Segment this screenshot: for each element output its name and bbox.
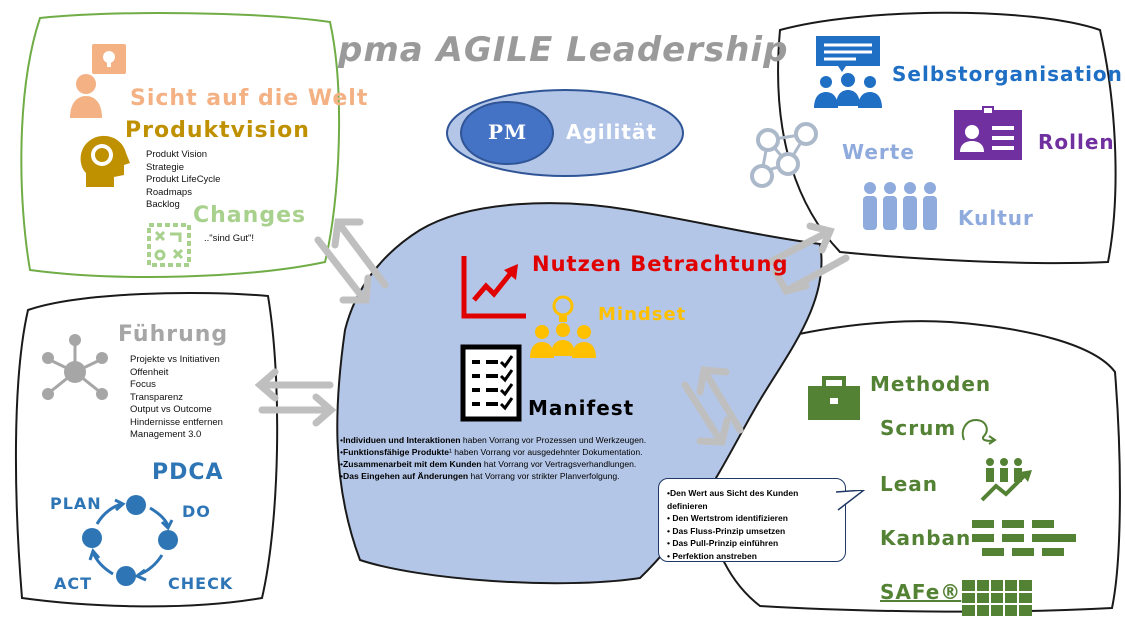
- scrum-label: Scrum: [880, 416, 957, 440]
- page-title: pma AGILE Leadership: [338, 30, 789, 70]
- people-network-icon: [748, 120, 828, 196]
- group-people-icon: [860, 180, 940, 236]
- selbstorganisation-label: Selbstorganisation: [892, 62, 1123, 86]
- pdca-cycle: [82, 495, 178, 586]
- callout-pointer: [836, 490, 866, 511]
- manifesto-line: •Funktionsfähige Produkte¹ haben Vorrang…: [340, 447, 643, 457]
- werte-label: Werte: [842, 140, 915, 164]
- checklist-icon: [460, 344, 522, 426]
- lean-callout: •Den Wert aus Sicht des Kunden definiere…: [658, 478, 846, 562]
- pm-label: PM: [488, 120, 528, 144]
- rollen-label: Rollen: [1038, 130, 1115, 154]
- lean-label: Lean: [880, 472, 939, 496]
- produktvision-label: Produktvision: [125, 118, 310, 143]
- list-item: Transparenz: [130, 391, 183, 403]
- list-item: Offenheit: [130, 366, 169, 378]
- safe-grid-icon: [962, 580, 1032, 620]
- fuehrung-items: Projekte vs Initiativen Offenheit Focus …: [130, 354, 223, 442]
- nutzen-label: Nutzen Betrachtung: [532, 252, 789, 276]
- manifesto-line: •Das Eingehen auf Änderungen hat Vorrang…: [340, 471, 620, 481]
- changes-label: Changes: [193, 203, 307, 228]
- list-item: Hindernisse entfernen: [130, 416, 223, 428]
- fuehrung-label: Führung: [118, 322, 229, 347]
- vision-items: Produkt Vision Strategie Produkt LifeCyc…: [146, 149, 220, 212]
- manifest-label: Manifest: [528, 396, 635, 420]
- list-item: Focus: [130, 379, 156, 390]
- org-blob: [777, 11, 1117, 265]
- id-card-icon: [952, 106, 1024, 166]
- network-hub-icon: [40, 330, 110, 414]
- check-label: CHECK: [168, 574, 234, 593]
- agility-label: Agilität: [566, 120, 657, 144]
- list-item: Projekte vs Initiativen: [130, 354, 220, 365]
- list-item: Roadmaps: [146, 186, 192, 198]
- list-item: • Das Pull-Prinzip einführen: [667, 538, 779, 548]
- strategy-board-icon: [146, 222, 192, 272]
- list-item: Management 3.0: [130, 429, 202, 440]
- do-label: DO: [182, 502, 211, 521]
- list-item: • Perfektion anstreben: [667, 550, 757, 561]
- manifesto-text: •Individuen und Interaktionen haben Vorr…: [340, 434, 670, 482]
- pdca-label: PDCA: [152, 460, 224, 485]
- sicht-label: Sicht auf die Welt: [130, 86, 369, 111]
- cycle-arrow-icon: [958, 416, 998, 450]
- list-item: Output vs Outcome: [130, 404, 212, 415]
- list-item: • Das Fluss-Prinzip umsetzen: [667, 525, 786, 536]
- lightbulb-person-icon: [68, 40, 132, 124]
- kultur-label: Kultur: [958, 206, 1034, 230]
- mindset-label: Mindset: [598, 304, 687, 325]
- methoden-label: Methoden: [870, 372, 992, 396]
- manifesto-line: •Individuen und Interaktionen haben Vorr…: [340, 435, 647, 445]
- list-item: Produkt Vision: [146, 149, 208, 160]
- act-label: ACT: [54, 574, 93, 593]
- plan-label: PLAN: [50, 494, 102, 513]
- briefcase-icon: [806, 376, 862, 426]
- team-growth-icon: [978, 456, 1036, 508]
- kanban-board-icon: [972, 518, 1076, 564]
- list-item: Produkt LifeCycle: [146, 174, 221, 185]
- kanban-label: Kanban: [880, 526, 972, 550]
- chart-growth-icon: [458, 254, 528, 326]
- list-item: Strategie: [146, 161, 185, 173]
- list-item: •Den Wert aus Sicht des Kunden definiere…: [667, 488, 799, 511]
- mindset-team-icon: [528, 294, 598, 364]
- manifesto-line: •Zusammenarbeit mit dem Kunden hat Vorra…: [340, 459, 637, 469]
- changes-note: .."sind Gut"!: [204, 233, 255, 244]
- list-item: Backlog: [146, 199, 180, 210]
- list-item: • Den Wertstrom identifizieren: [667, 513, 788, 523]
- safe-label: SAFe®: [880, 580, 962, 604]
- vision-blob: [20, 12, 341, 278]
- team-meeting-icon: [812, 34, 884, 114]
- pm-ellipse: [460, 101, 554, 165]
- brain-head-icon: [78, 133, 132, 193]
